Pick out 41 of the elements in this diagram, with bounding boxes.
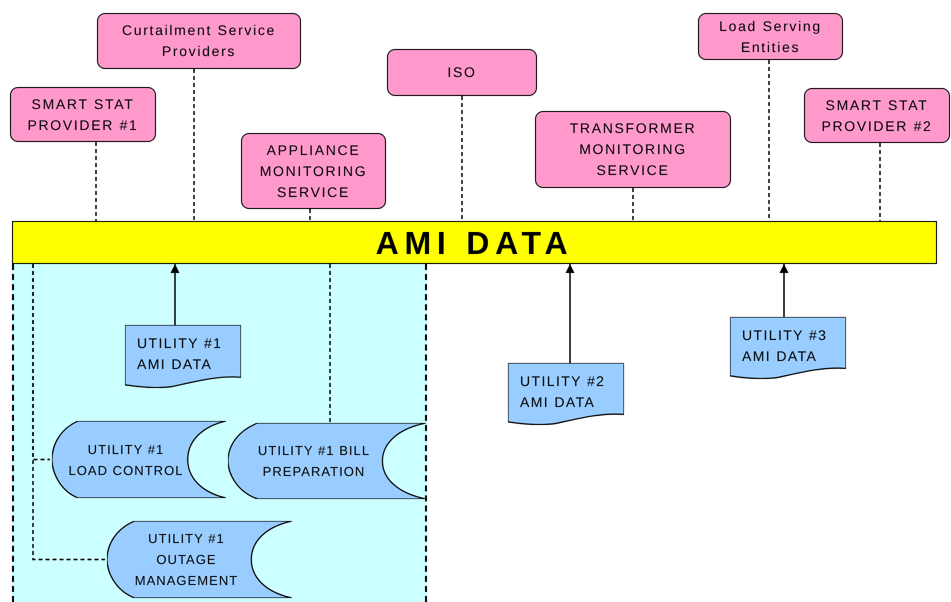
node-label: UTILITY #1 BILL PREPARATION [256, 442, 372, 481]
dashed-connector [32, 264, 105, 560]
utility-region [12, 264, 427, 602]
entity-box [97, 13, 301, 69]
entity-box [241, 133, 386, 209]
dashed-connector [768, 60, 770, 221]
data-bus-bar [12, 221, 937, 264]
dashed-connector [309, 209, 311, 221]
node-label: APPLIANCE MONITORING SERVICE [258, 140, 368, 202]
arrow [170, 264, 180, 325]
node-label: UTILITY #1 LOAD CONTROL [67, 440, 185, 480]
node-label: Curtailment Service Providers [120, 21, 278, 61]
node-label: ISO [447, 63, 477, 82]
entity-box [10, 87, 156, 142]
dashed-connector [95, 142, 97, 221]
node-label: UTILITY #1 OUTAGE MANAGEMENT [134, 530, 240, 590]
entity-box [698, 13, 843, 60]
stored-data-shape [107, 521, 292, 598]
arrow [566, 264, 574, 363]
stored-data-shape [52, 421, 226, 498]
dashed-connector [632, 188, 634, 221]
node-label: Load Serving Entities [718, 16, 823, 56]
stored-data-shape [228, 423, 426, 499]
entity-box [387, 49, 537, 96]
node-label: SMART STAT PROVIDER #1 [26, 94, 140, 134]
document-shape [508, 363, 624, 425]
node-label: SMART STAT PROVIDER #2 [820, 96, 934, 136]
arrow [780, 264, 788, 317]
node-label: AMI DATA [376, 224, 574, 262]
node-label: TRANSFORMER MONITORING SERVICE [568, 119, 698, 180]
document-shape [125, 325, 241, 388]
entity-box [804, 88, 950, 143]
document-shape [730, 317, 846, 379]
node-label: UTILITY #1 AMI DATA [137, 334, 224, 374]
dashed-connector [329, 264, 331, 423]
dashed-connector [879, 143, 881, 221]
node-label: UTILITY #3 AMI DATA [742, 326, 828, 366]
node-label: UTILITY #2 AMI DATA [520, 372, 606, 412]
dashed-connector [193, 69, 195, 221]
dashed-connector [461, 96, 463, 221]
entity-box [535, 111, 731, 188]
